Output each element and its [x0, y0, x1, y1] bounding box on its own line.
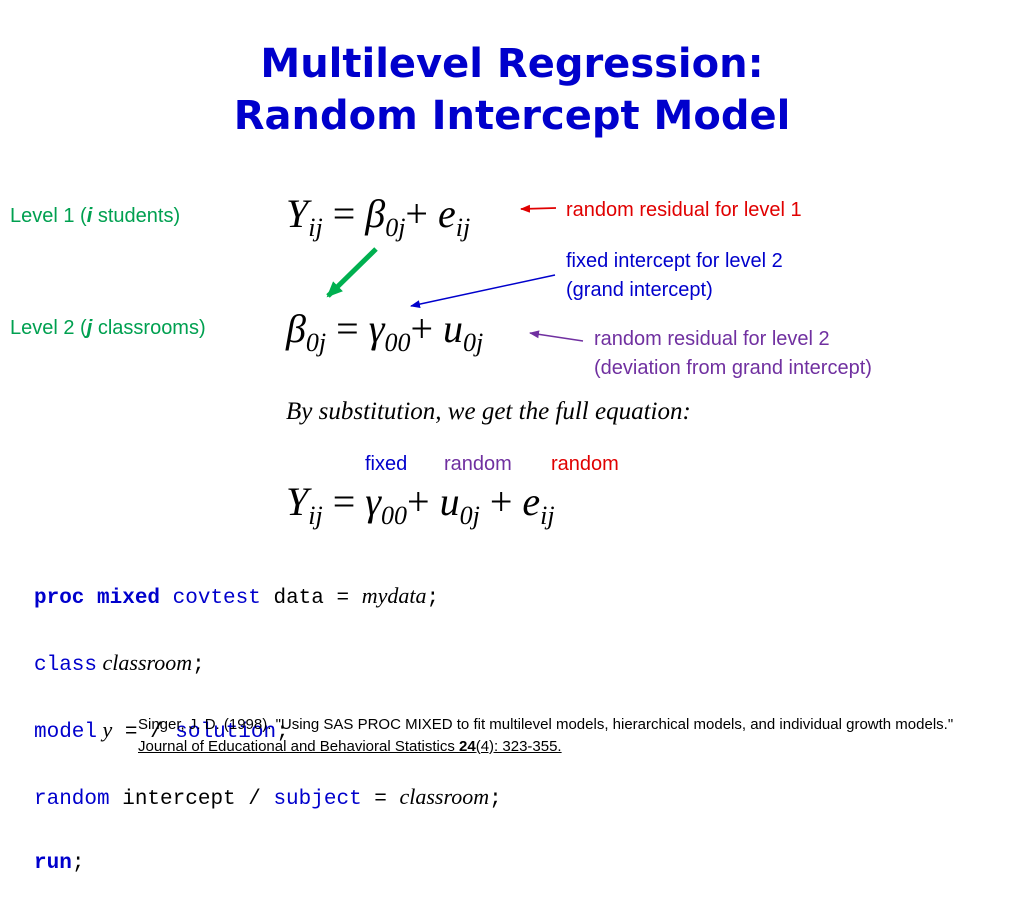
code-y: y: [97, 717, 113, 742]
eq3-equals: =: [322, 479, 366, 524]
eq2-beta-sub: 0j: [305, 328, 327, 357]
red-arrow: [520, 204, 557, 213]
eq3-gamma: γ: [365, 479, 382, 524]
code-class: class: [34, 654, 98, 677]
eq1-y-sub: ij: [308, 213, 323, 242]
code-line-5: run;: [34, 848, 502, 880]
code-classroom-subject: classroom: [399, 784, 490, 809]
level2-label: Level 2 (j classrooms): [10, 317, 206, 340]
eq3-y-sub: ij: [308, 501, 323, 530]
eq1-beta: β: [365, 191, 386, 236]
level1-index: i: [86, 205, 93, 227]
code-covtest: covtest: [160, 587, 261, 610]
citation-journal-ref: Journal of Educational and Behavioral St…: [138, 738, 562, 755]
residual-level1-note: random residual for level 1: [566, 199, 802, 221]
code-classroom: classroom: [97, 650, 193, 675]
code-mydata: mydata: [361, 583, 427, 608]
title-line-1: Multilevel Regression:: [260, 41, 764, 87]
fixed-intercept-line2: (grand intercept): [566, 279, 713, 301]
citation-journal: Journal of Educational and Behavioral St…: [138, 738, 460, 755]
citation-text: Singer, J. D. (1998). "Using SAS PROC MI…: [138, 716, 954, 733]
purple-arrow: [529, 330, 584, 342]
level2-equation: β0j = γ00+ u0j: [286, 305, 483, 358]
eq2-u-sub: 0j: [463, 328, 484, 357]
code-semicolon: ;: [192, 654, 205, 677]
citation: Singer, J. D. (1998). "Using SAS PROC MI…: [138, 714, 998, 758]
code-run: run: [34, 852, 72, 875]
annotation-arrows: [326, 204, 584, 342]
substitution-text: By substitution, we get the full equatio…: [286, 398, 691, 425]
code-line-1: proc mixed covtest data = mydata;: [34, 580, 502, 615]
blue-arrow: [410, 274, 556, 309]
level1-label-prefix: Level 1 (: [10, 205, 87, 227]
eq3-u-sub: 0j: [459, 501, 480, 530]
citation-volume: 24: [459, 738, 476, 755]
term-label-random-u: random: [444, 453, 512, 475]
eq2-equals: =: [326, 306, 369, 351]
residual-level2-note: random residual for level 2 (deviation f…: [594, 325, 872, 383]
level1-label: Level 1 (i students): [10, 205, 180, 228]
code-eq-slash: = /: [112, 721, 176, 744]
eq1-beta-sub: 0j: [385, 213, 406, 242]
eq1-equals: =: [322, 191, 366, 236]
code-subject: subject: [273, 788, 362, 811]
level1-equation: Yij = β0j+ eij: [286, 190, 470, 243]
term-label-random-e: random: [551, 453, 619, 475]
title-line-2: Random Intercept Model: [233, 93, 791, 139]
level2-label-suffix: classrooms): [92, 317, 206, 339]
eq2-plus: +: [410, 306, 444, 351]
code-line-4: random intercept / subject = classroom;: [34, 781, 502, 816]
residual-level2-line2: (deviation from grand intercept): [594, 357, 872, 379]
eq3-plus1: +: [407, 479, 440, 524]
eq1-plus: +: [405, 191, 438, 236]
eq3-u: u: [439, 479, 460, 524]
code-solution: solution: [175, 721, 277, 744]
eq2-u: u: [443, 306, 464, 351]
eq2-beta: β: [286, 306, 306, 351]
code-semicolon: ;: [426, 587, 440, 610]
code-proc-mixed: proc mixed: [34, 587, 161, 610]
eq3-plus2: +: [479, 479, 523, 524]
code-random: random: [34, 788, 110, 811]
code-line-2: class classroom;: [34, 647, 502, 682]
code-model: model: [34, 721, 98, 744]
code-intercept: intercept /: [109, 788, 274, 811]
eq3-y: Y: [286, 479, 309, 524]
slide-title: Multilevel Regression: Random Intercept …: [0, 38, 1024, 142]
code-line-3: model y = / solution;: [34, 714, 502, 749]
level1-label-suffix: students): [92, 205, 181, 227]
eq2-gamma: γ: [368, 306, 385, 351]
term-label-fixed: fixed: [365, 453, 408, 475]
eq3-gamma-sub: 00: [381, 501, 408, 530]
eq1-y: Y: [286, 191, 309, 236]
code-semicolon: ;: [71, 852, 85, 875]
fixed-intercept-note: fixed intercept for level 2 (grand inter…: [566, 247, 783, 305]
eq1-e: e: [437, 191, 456, 236]
fixed-intercept-line1: fixed intercept for level 2: [566, 250, 783, 272]
eq3-e-sub: ij: [540, 501, 555, 530]
code-data-eq: data =: [260, 587, 362, 610]
code-eq: =: [361, 788, 400, 811]
residual-level2-line1: random residual for level 2: [594, 328, 830, 350]
eq1-e-sub: ij: [455, 213, 471, 242]
code-semicolon: ;: [489, 788, 502, 811]
citation-pages: (4): 323-355.: [475, 738, 562, 755]
eq2-gamma-sub: 00: [384, 328, 411, 357]
eq3-e: e: [522, 479, 541, 524]
full-equation: Yij = γ00+ u0j + eij: [286, 478, 555, 531]
code-semicolon: ;: [276, 721, 289, 744]
green-arrow: [326, 247, 378, 298]
level2-index: j: [86, 317, 93, 339]
level2-label-prefix: Level 2 (: [10, 317, 87, 339]
